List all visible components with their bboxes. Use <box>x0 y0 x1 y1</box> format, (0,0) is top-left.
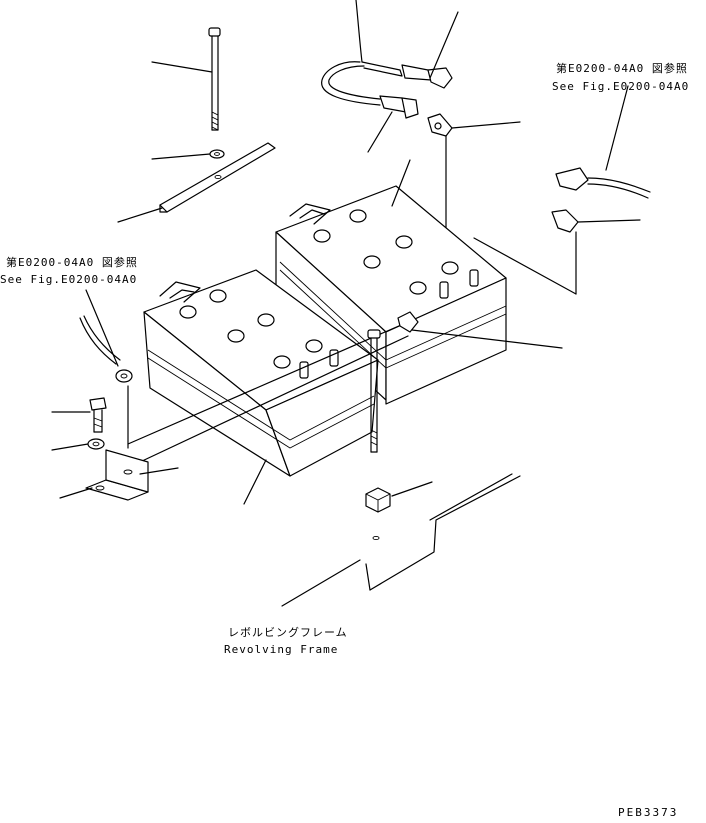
washer-top <box>209 149 225 159</box>
terminal-clamp <box>427 113 453 276</box>
drawing-code: PEB3373 <box>618 806 679 819</box>
cable-ref-right <box>551 85 651 295</box>
battery-front <box>143 269 379 477</box>
washer-left <box>87 438 105 450</box>
bracket-left <box>85 449 149 501</box>
revolving-frame-plate <box>281 473 521 607</box>
ref-top-right-jp: 第E0200-04A0 図参照 <box>556 62 688 75</box>
battery-cable-top <box>321 0 453 119</box>
hold-down-bar-top <box>159 142 276 213</box>
frame-label-jp: レボルビングフレーム <box>228 626 348 639</box>
frame-label-en: Revolving Frame <box>224 643 339 656</box>
hold-down-bar-lower <box>127 311 419 463</box>
long-bolt-top <box>208 27 221 131</box>
ref-left-en: See Fig.E0200-04A0 <box>0 273 138 286</box>
ref-left-jp: 第E0200-04A0 図参照 <box>6 256 138 269</box>
long-bolt-middle <box>367 329 381 453</box>
ground-cable-left <box>79 315 133 449</box>
bolt-left <box>89 397 107 433</box>
ref-top-right-en: See Fig.E0200-04A0 <box>552 80 690 93</box>
